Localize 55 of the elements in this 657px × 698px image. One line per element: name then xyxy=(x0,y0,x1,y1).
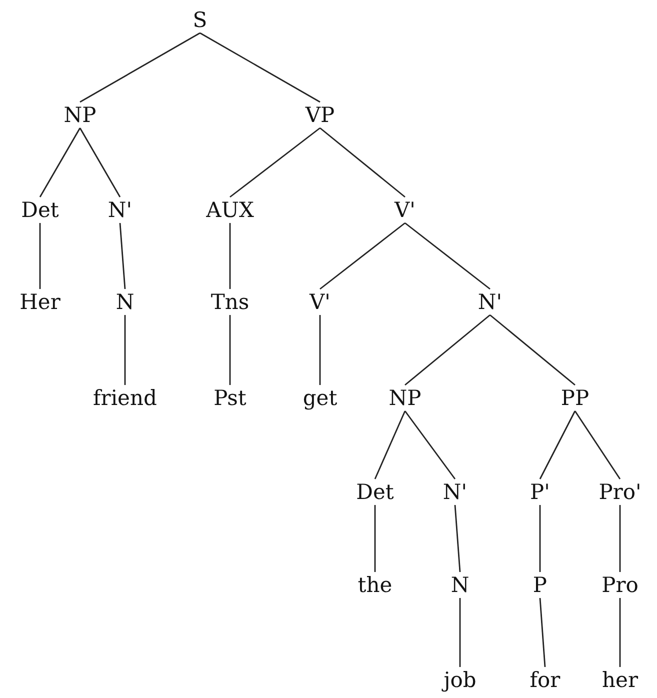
tree-branch xyxy=(80,32,200,103)
tree-branch xyxy=(320,222,406,290)
tree-branch xyxy=(229,223,231,289)
tree-label: get xyxy=(285,385,355,411)
tree-branch xyxy=(200,32,320,103)
tree-label: job xyxy=(425,667,495,693)
tree-branch xyxy=(404,314,490,386)
tree-label: Her xyxy=(5,289,75,315)
tree-branch xyxy=(230,127,320,198)
tree-branch xyxy=(39,128,81,198)
tree-label: N' xyxy=(420,479,490,505)
tree-branch xyxy=(404,222,490,290)
tree-branch xyxy=(119,222,126,290)
tree-branch xyxy=(374,410,406,480)
tree-branch xyxy=(319,315,321,385)
tree-label: N xyxy=(90,289,160,315)
tree-label: NP xyxy=(370,385,440,411)
tree-label: Pro xyxy=(585,572,655,598)
tree-label: Pst xyxy=(195,385,265,411)
tree-branch xyxy=(574,410,621,480)
tree-label: Pro' xyxy=(585,479,655,505)
tree-branch xyxy=(619,598,621,667)
tree-branch xyxy=(124,315,126,385)
tree-branch xyxy=(404,410,456,480)
tree-branch xyxy=(79,128,121,198)
tree-branch xyxy=(459,598,461,667)
tree-label: V' xyxy=(285,289,355,315)
tree-branch xyxy=(320,127,406,198)
tree-label: P' xyxy=(505,479,575,505)
tree-label: Tns xyxy=(195,289,265,315)
tree-branch xyxy=(39,223,41,289)
tree-label: Det xyxy=(340,479,410,505)
tree-label: NP xyxy=(45,102,115,128)
tree-branch xyxy=(454,504,461,572)
tree-label: the xyxy=(340,572,410,598)
tree-branch xyxy=(539,505,541,572)
tree-label: S xyxy=(165,7,235,33)
tree-label: N' xyxy=(85,197,155,223)
tree-branch xyxy=(619,505,621,572)
tree-branch xyxy=(539,598,546,668)
tree-branch xyxy=(490,314,576,386)
tree-label: V' xyxy=(370,197,440,223)
tree-branch xyxy=(374,505,376,572)
tree-label: VP xyxy=(285,102,355,128)
tree-label: Det xyxy=(5,197,75,223)
tree-label: AUX xyxy=(195,197,265,223)
tree-label: P xyxy=(505,572,575,598)
tree-label: friend xyxy=(90,385,160,411)
tree-label: N' xyxy=(455,289,525,315)
tree-branch xyxy=(229,315,231,385)
tree-label: PP xyxy=(540,385,610,411)
tree-label: N xyxy=(425,572,495,598)
tree-branch xyxy=(539,410,576,480)
tree-label: her xyxy=(585,667,655,693)
tree-label: for xyxy=(510,667,580,693)
